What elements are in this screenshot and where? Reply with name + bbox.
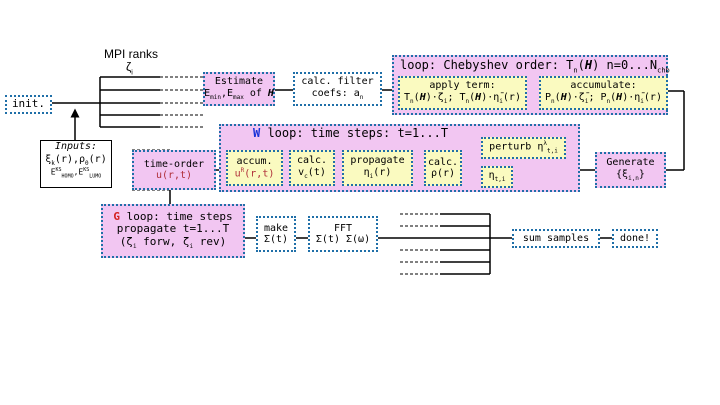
calc-v-box: calc. vc(t) xyxy=(289,150,335,186)
calc-filter-box: calc. filter coefs: an xyxy=(293,72,382,106)
done-box: done! xyxy=(612,229,658,248)
propagate-box: propagate ηi(r) xyxy=(342,150,413,186)
perturb-box: perturb ηλt,i xyxy=(481,137,566,159)
inputs-xi-rho: ξk(r),ρ0(r) xyxy=(45,153,107,167)
zeta-label: ζi xyxy=(126,60,133,77)
apply-term-box: apply term: Tn(H)·ζi; Tn(H)·η̄i(r) xyxy=(398,76,527,110)
w-loop-title: W loop: time steps: t=1...T xyxy=(253,126,449,140)
accum-box: accum. uR(r,t) xyxy=(226,150,283,186)
inputs-box: Inputs: ξk(r),ρ0(r) EKSHOMO,EKSLUMO xyxy=(40,140,112,188)
accumulate-box: accumulate: Pn(H)·ζ̄i; Pn(H)·η̄i(r) xyxy=(539,76,668,110)
g-loop-box: G loop: time steps propagate t=1...T (ζi… xyxy=(101,204,245,258)
make-sigma-box: make Σ(t) xyxy=(256,216,296,252)
estimate-box: Estimate Emin,Emax of H xyxy=(203,72,275,106)
time-order-box: time-order u(r,t) xyxy=(132,150,216,190)
generate-box: Generate {ξi,n} xyxy=(595,152,666,188)
fft-box: FFT Σ(t) Σ(ω) xyxy=(308,216,378,252)
mpi-ranks-label: MPI ranks xyxy=(104,47,159,61)
init-box: init. xyxy=(5,95,52,114)
sum-samples-box: sum samples xyxy=(512,229,600,248)
inputs-energies: EKSHOMO,EKSLUMO xyxy=(50,167,102,180)
eta-ti-box: ηt,i xyxy=(481,166,513,188)
calc-rho-box: calc. ρ(r) xyxy=(424,150,462,186)
mpi-fan-top xyxy=(52,76,160,128)
chebyshev-loop-title: loop: Chebyshev order: Tn(H) n=0...Nchb xyxy=(400,58,670,75)
inputs-title: Inputs: xyxy=(54,141,98,152)
